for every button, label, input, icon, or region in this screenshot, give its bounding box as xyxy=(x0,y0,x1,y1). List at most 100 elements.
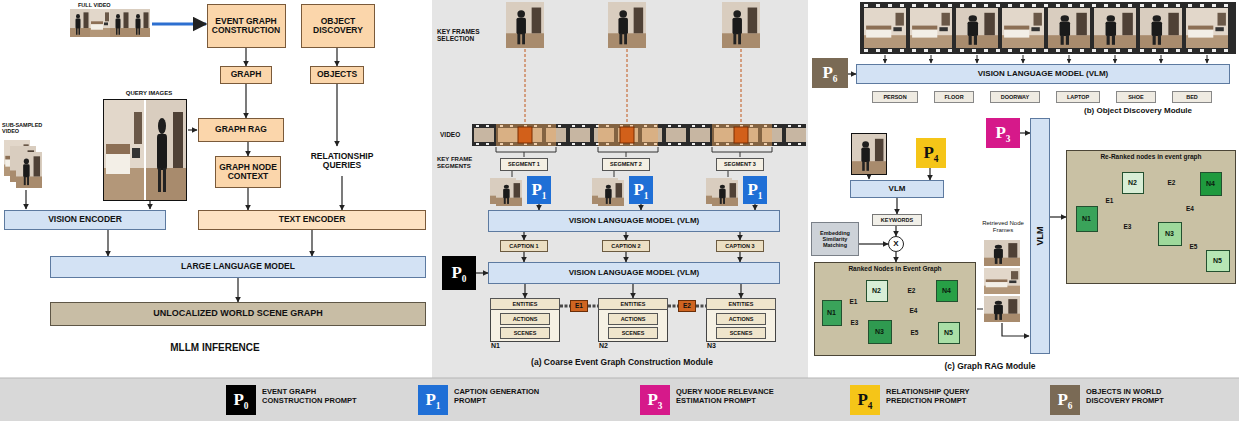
full-video-frames xyxy=(90,9,110,37)
object-filmstrip xyxy=(1140,8,1182,48)
entity-box: SCENES xyxy=(716,327,766,339)
key-frame-images xyxy=(506,2,760,126)
prompt-letter: 1 xyxy=(758,191,763,201)
query-image-rag xyxy=(852,134,886,174)
connector xyxy=(895,226,896,236)
video-filmstrip xyxy=(712,147,772,157)
node-text: CAPTION 2 xyxy=(611,243,640,249)
retrieved-frames xyxy=(984,296,1020,322)
full-video-frames xyxy=(152,23,206,26)
prompt-letter: P xyxy=(531,180,541,199)
prompt-letter: 3 xyxy=(1006,134,1011,144)
prompt-letter: 1 xyxy=(644,191,649,201)
caption-box: CAPTION 1 xyxy=(500,240,548,252)
connector xyxy=(247,142,248,156)
output-text-node: RELATIONSHIP QUERIES xyxy=(301,146,383,176)
edge-label: E3 xyxy=(1123,223,1133,230)
node-text: CAPTION 3 xyxy=(725,243,754,249)
object-filmstrip xyxy=(860,2,1236,63)
object-filmstrip xyxy=(1048,8,1090,48)
node-text: ACTIONS xyxy=(621,316,646,322)
prompt-letter: 6 xyxy=(833,74,838,84)
object-filmstrip xyxy=(956,8,998,48)
node-text: BED xyxy=(1186,94,1198,100)
object-filmstrip xyxy=(1115,55,1116,63)
video-filmstrip xyxy=(472,124,806,157)
prompt-badge: P1 xyxy=(629,176,653,204)
output-box: UNLOCALIZED WORLD SCENE GRAPH xyxy=(50,302,426,326)
object-filmstrip xyxy=(885,55,886,63)
legend-swatch: P1 xyxy=(418,385,448,415)
query-images xyxy=(146,100,186,200)
graph-node: N5 xyxy=(1206,250,1230,272)
query-image-rag xyxy=(852,134,887,180)
matching-box: Embedding Similarity Matching xyxy=(811,222,859,256)
object-filmstrip xyxy=(1161,55,1162,63)
node-text: N1 xyxy=(827,309,836,317)
text-label: (a) Coarse Event Graph Construction Modu… xyxy=(436,358,808,368)
edge-label: E2 xyxy=(1167,179,1177,186)
video-filmstrip xyxy=(518,127,532,143)
connector xyxy=(895,252,896,262)
prompt-letter: P xyxy=(822,63,832,82)
prompt-badge: P4 xyxy=(916,138,946,168)
query-images xyxy=(104,100,198,210)
process-box: EVENT GRAPH CONSTRUCTION xyxy=(207,4,286,48)
entity-box: SCENES xyxy=(500,327,550,339)
segment-frame-stacks xyxy=(490,171,738,206)
segment-box: SEGMENT 3 xyxy=(716,158,764,171)
graph-node: N2 xyxy=(1122,172,1144,194)
segment-box: SEGMENT 2 xyxy=(602,158,650,171)
node-text: PERSON xyxy=(883,94,906,100)
node-text: ACTIONS xyxy=(729,316,754,322)
graph-node: N1 xyxy=(822,300,842,326)
prompt-letter: 1 xyxy=(436,401,441,411)
key-frame-images xyxy=(722,2,760,48)
node-text: N2 xyxy=(1128,179,1137,187)
prompt-letter: P xyxy=(647,390,657,409)
connector xyxy=(237,278,238,302)
full-video-frames xyxy=(130,9,150,37)
node-text: N2 xyxy=(599,342,608,350)
graph-node: N3 xyxy=(868,320,892,344)
sub-sampled-frames xyxy=(25,190,26,209)
connector xyxy=(336,48,337,66)
edge-label: E2 xyxy=(907,287,917,294)
node-text: ENTITIES xyxy=(621,301,646,307)
node-text: LARGE LANGUAGE MODEL xyxy=(181,262,295,271)
connector xyxy=(247,188,248,210)
text-label: QUERY IMAGES xyxy=(104,90,194,97)
video-filmstrip xyxy=(712,124,772,146)
text-label: KEY FRAME SEGMENTS xyxy=(437,156,497,170)
segment-frame-stacks xyxy=(512,171,513,177)
legend-text: RELATIONSHIP QUERY PREDICTION PROMPT xyxy=(886,388,998,405)
node-text: N5 xyxy=(944,329,953,337)
node-text: E1 xyxy=(575,302,583,309)
segment-frame-stacks xyxy=(728,171,729,177)
connector xyxy=(476,272,488,273)
text-label: Retrieved Node Frames xyxy=(976,220,1030,234)
retrieved-frames xyxy=(977,309,983,310)
retrieved-frames xyxy=(977,240,1029,336)
connector xyxy=(245,48,246,66)
legend-swatch: P3 xyxy=(640,385,670,415)
video-filmstrip xyxy=(620,127,634,143)
prompt-letter: P xyxy=(857,390,867,409)
encoder-box: TEXT ENCODER xyxy=(198,210,426,230)
full-video-frames xyxy=(110,9,130,37)
legend-text: CAPTION GENERATION PROMPT xyxy=(454,388,566,405)
prompt-badge: P6 xyxy=(812,58,848,88)
model-box: VISION ENCODER xyxy=(4,210,166,230)
vlm-box: VISION LANGUAGE MODEL (VLM) xyxy=(856,64,1230,84)
edge-label: E5 xyxy=(1189,243,1199,250)
graph-node: N1 xyxy=(1076,206,1098,232)
node-text: LAPTOP xyxy=(1067,94,1089,100)
node-text: ACTIONS xyxy=(513,316,538,322)
node-text: N1 xyxy=(491,342,500,350)
node-text: N1 xyxy=(1082,215,1091,223)
text-label: FULL VIDEO xyxy=(78,2,148,8)
entity-box: ENTITIES xyxy=(598,298,668,310)
object-filmstrip xyxy=(860,2,1236,54)
edge-label: E4 xyxy=(909,307,919,314)
entity-box: ENTITIES xyxy=(490,298,560,310)
